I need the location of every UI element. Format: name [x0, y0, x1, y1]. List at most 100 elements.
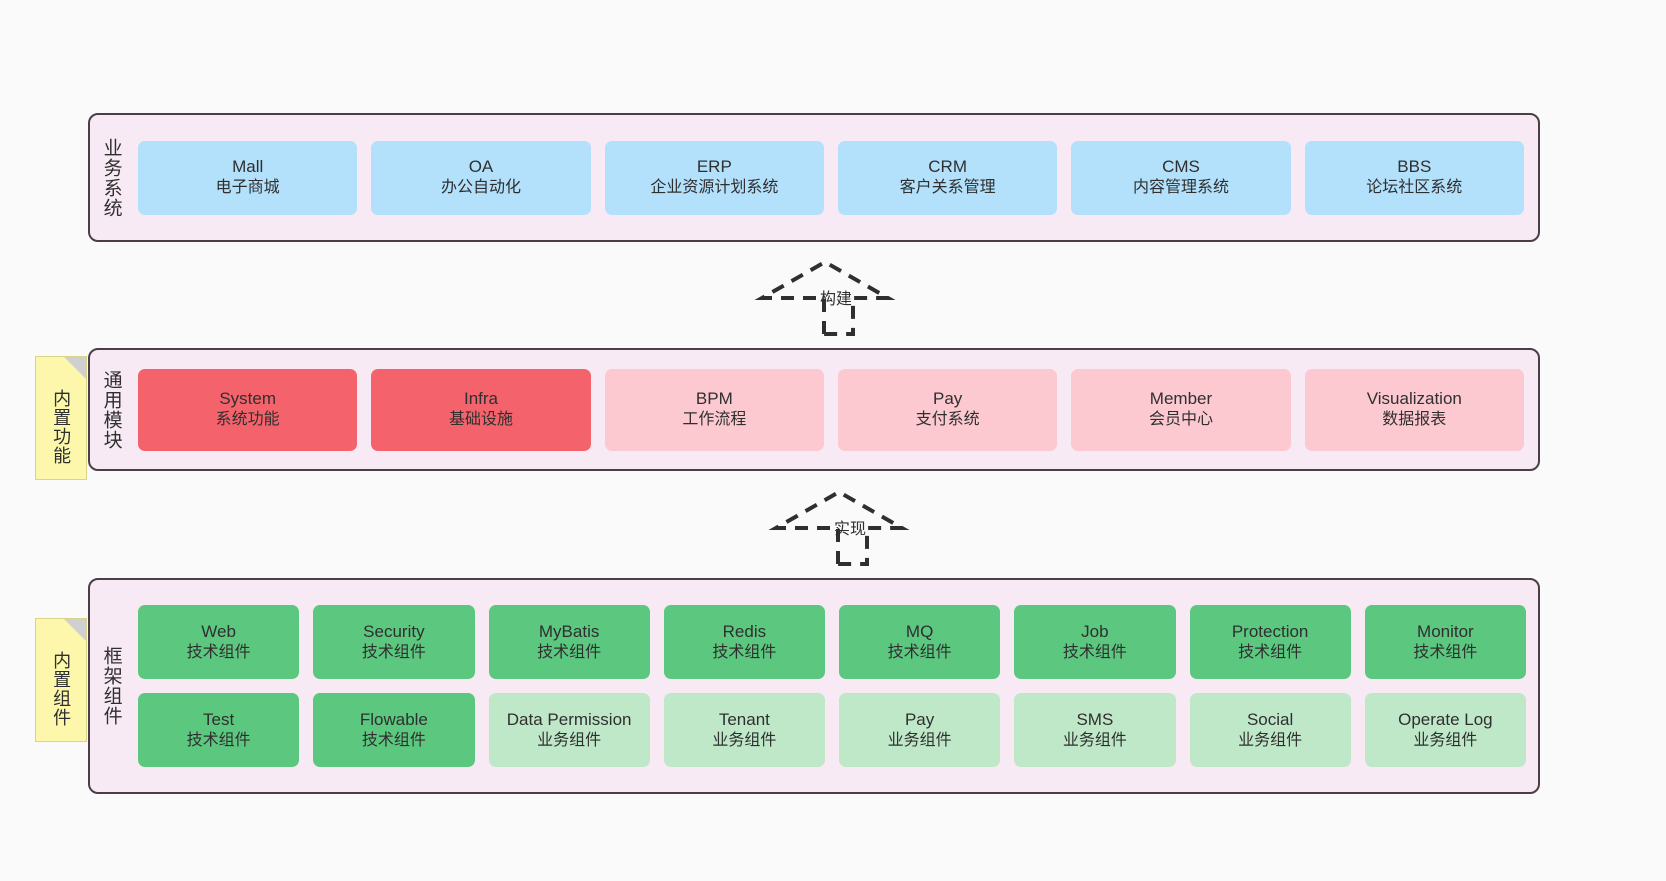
- dashed-generalization-arrow-icon: [768, 489, 910, 566]
- card-title-en: Web: [201, 621, 236, 641]
- card-bbs[interactable]: BBS 论坛社区系统: [1304, 140, 1524, 215]
- note-fold-icon: [64, 619, 86, 641]
- note-fold-icon: [64, 357, 86, 379]
- note-label: 内置组件: [51, 651, 72, 727]
- card-web[interactable]: Web 技术组件: [138, 605, 300, 679]
- card-title-en: Pay: [904, 709, 935, 729]
- card-crm[interactable]: CRM 客户关系管理: [837, 140, 1058, 215]
- card-title-en: System: [219, 389, 276, 409]
- card-security[interactable]: Security 技术组件: [313, 605, 475, 679]
- card-title-cn: 客户关系管理: [899, 179, 996, 197]
- card-member[interactable]: Member 会员中心: [1071, 368, 1291, 451]
- layer-business-system: 业务系统 Mall 电子商城 OA 办公自动化 ERP 企业资源计划系统 CRM…: [88, 113, 1540, 242]
- note-builtin-function: 内置功能: [35, 356, 87, 480]
- card-title-cn: 会员中心: [1148, 411, 1213, 429]
- card-title-cn: 业务组件: [1238, 731, 1303, 749]
- card-title-en: Social: [1246, 709, 1294, 729]
- card-infra[interactable]: Infra 基础设施: [371, 368, 591, 451]
- connector-build: 构建: [752, 258, 908, 348]
- business-card-list: Mall 电子商城 OA 办公自动化 ERP 企业资源计划系统 CRM 客户关系…: [132, 115, 1538, 240]
- card-pay[interactable]: Pay 支付系统: [837, 368, 1058, 451]
- card-pay-component[interactable]: Pay 业务组件: [839, 693, 1001, 767]
- card-bpm[interactable]: BPM 工作流程: [604, 368, 824, 451]
- card-title-en: CRM: [928, 157, 967, 177]
- card-title-cn: 业务组件: [712, 731, 777, 749]
- card-sms[interactable]: SMS 业务组件: [1014, 693, 1176, 767]
- layer-common-module: 通用模块 System 系统功能 Infra 基础设施 BPM 工作流程 Pay…: [88, 348, 1540, 471]
- connector-implement: 实现: [766, 488, 922, 578]
- card-title-en: MQ: [905, 621, 934, 641]
- note-label: 内置功能: [51, 389, 72, 465]
- module-card-list: System 系统功能 Infra 基础设施 BPM 工作流程 Pay 支付系统…: [132, 350, 1538, 469]
- card-title-en: Visualization: [1366, 389, 1462, 409]
- dashed-generalization-arrow-icon: [754, 259, 896, 336]
- card-cms[interactable]: CMS 内容管理系统: [1071, 140, 1291, 215]
- card-title-en: Operate Log: [1398, 709, 1493, 729]
- card-title-en: OA: [468, 157, 494, 177]
- card-title-cn: 技术组件: [186, 731, 251, 749]
- card-title-en: Redis: [722, 621, 767, 641]
- card-title-en: Pay: [933, 389, 963, 409]
- card-monitor[interactable]: Monitor 技术组件: [1364, 605, 1526, 679]
- card-title-en: Member: [1149, 389, 1213, 409]
- card-title-cn: 办公自动化: [440, 179, 521, 197]
- card-oa[interactable]: OA 办公自动化: [371, 140, 591, 215]
- card-data-permission[interactable]: Data Permission 业务组件: [488, 693, 650, 767]
- card-test[interactable]: Test 技术组件: [138, 693, 300, 767]
- card-title-cn: 基础设施: [448, 411, 513, 429]
- card-title-cn: 技术组件: [361, 643, 426, 661]
- card-title-en: Test: [203, 709, 235, 729]
- card-title-en: SMS: [1076, 709, 1114, 729]
- card-job[interactable]: Job 技术组件: [1014, 605, 1176, 679]
- card-title-cn: 电子商城: [215, 179, 280, 197]
- card-title-cn: 技术组件: [361, 731, 426, 749]
- card-title-en: Security: [363, 621, 425, 641]
- card-title-cn: 企业资源计划系统: [650, 179, 779, 197]
- card-title-cn: 技术组件: [887, 643, 952, 661]
- layer-title-framework: 框架组件: [100, 646, 122, 726]
- connector-implement-label: 实现: [834, 521, 867, 538]
- card-title-cn: 内容管理系统: [1132, 179, 1229, 197]
- card-redis[interactable]: Redis 技术组件: [663, 605, 825, 679]
- card-erp[interactable]: ERP 企业资源计划系统: [604, 140, 824, 215]
- card-title-en: Protection: [1231, 621, 1309, 641]
- card-title-cn: 技术组件: [712, 643, 777, 661]
- layer-framework-component: 框架组件 Web 技术组件 Security 技术组件 MyBatis 技术组件…: [88, 578, 1540, 794]
- card-mall[interactable]: Mall 电子商城: [138, 140, 358, 215]
- card-mybatis[interactable]: MyBatis 技术组件: [488, 605, 650, 679]
- card-title-cn: 支付系统: [915, 411, 980, 429]
- card-operate-log[interactable]: Operate Log 业务组件: [1364, 693, 1526, 767]
- card-title-cn: 技术组件: [186, 643, 251, 661]
- card-title-cn: 业务组件: [887, 731, 952, 749]
- card-title-en: Monitor: [1417, 621, 1474, 641]
- card-title-cn: 技术组件: [1238, 643, 1303, 661]
- card-title-cn: 技术组件: [1062, 643, 1127, 661]
- card-social[interactable]: Social 业务组件: [1189, 693, 1351, 767]
- card-title-en: CMS: [1162, 157, 1200, 177]
- card-title-en: Mall: [232, 157, 264, 177]
- card-title-cn: 业务组件: [1062, 731, 1127, 749]
- card-title-cn: 技术组件: [1413, 643, 1478, 661]
- card-title-cn: 论坛社区系统: [1366, 179, 1463, 197]
- card-system[interactable]: System 系统功能: [138, 368, 358, 451]
- card-tenant[interactable]: Tenant 业务组件: [663, 693, 825, 767]
- card-title-cn: 数据报表: [1382, 411, 1447, 429]
- card-protection[interactable]: Protection 技术组件: [1189, 605, 1351, 679]
- card-mq[interactable]: MQ 技术组件: [839, 605, 1001, 679]
- card-title-en: Infra: [463, 389, 498, 409]
- note-builtin-component: 内置组件: [35, 618, 87, 742]
- card-title-cn: 系统功能: [215, 411, 280, 429]
- card-title-cn: 技术组件: [537, 643, 602, 661]
- layer-title-business: 业务系统: [100, 137, 122, 218]
- card-flowable[interactable]: Flowable 技术组件: [313, 693, 475, 767]
- card-title-cn: 业务组件: [1413, 731, 1478, 749]
- card-title-en: BPM: [695, 389, 733, 409]
- layer-title-module: 通用模块: [100, 369, 122, 450]
- card-visualization[interactable]: Visualization 数据报表: [1304, 368, 1524, 451]
- card-title-cn: 业务组件: [537, 731, 602, 749]
- card-title-en: Flowable: [359, 709, 428, 729]
- connector-build-label: 构建: [820, 291, 853, 308]
- card-title-en: Job: [1081, 621, 1109, 641]
- framework-card-list: Web 技术组件 Security 技术组件 MyBatis 技术组件 Redi…: [132, 580, 1538, 792]
